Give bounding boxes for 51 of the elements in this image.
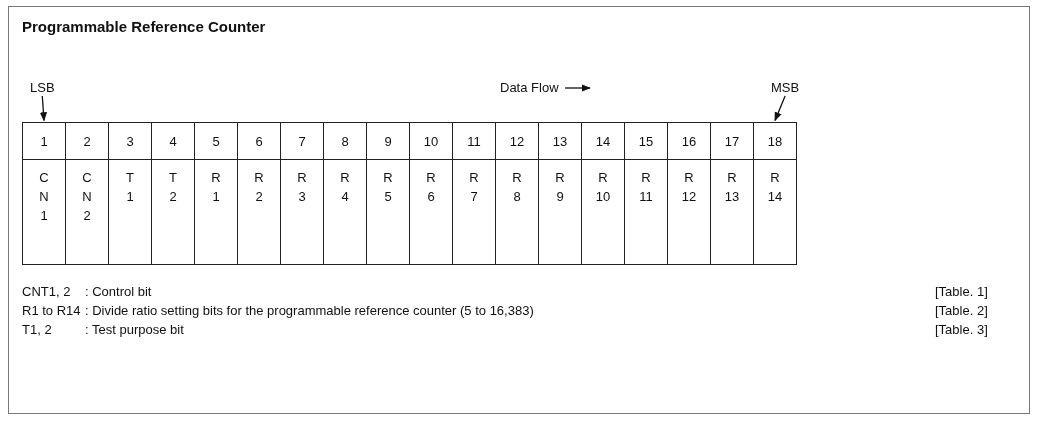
bit-number-cell: 8 [323, 122, 367, 160]
bit-number-cell: 14 [581, 122, 625, 160]
bit-name-cell: R 11 [624, 159, 668, 265]
bit-order-label: LSB [30, 80, 55, 95]
table-reference: [Table. 3] [935, 322, 988, 337]
note-term: R1 to R14 [22, 303, 81, 318]
bit-number-cell: 10 [409, 122, 453, 160]
bit-name-cell: C N 1 [22, 159, 66, 265]
data-flow-label: Data Flow [500, 80, 559, 95]
bit-number-cell: 9 [366, 122, 410, 160]
bit-number-cell: 16 [667, 122, 711, 160]
bit-name-cell: R 5 [366, 159, 410, 265]
bit-number-cell: 18 [753, 122, 797, 160]
bit-name-cell: T 2 [151, 159, 195, 265]
bit-number-cell: 11 [452, 122, 496, 160]
bit-name-cell: T 1 [108, 159, 152, 265]
bit-number-cell: 1 [22, 122, 66, 160]
bit-name-cell: R 1 [194, 159, 238, 265]
bit-number-cell: 2 [65, 122, 109, 160]
bit-number-cell: 3 [108, 122, 152, 160]
bit-number-cell: 17 [710, 122, 754, 160]
diagram-title: Programmable Reference Counter [22, 18, 266, 35]
bit-name-cell: R 6 [409, 159, 453, 265]
table-reference: [Table. 2] [935, 303, 988, 318]
bit-name-cell: R 3 [280, 159, 324, 265]
note-term: CNT1, 2 [22, 284, 71, 299]
bit-number-cell: 6 [237, 122, 281, 160]
bit-number-cell: 4 [151, 122, 195, 160]
bit-name-cell: R 14 [753, 159, 797, 265]
bit-name-cell: R 8 [495, 159, 539, 265]
note-text: : Test purpose bit [85, 322, 184, 337]
bit-name-cell: R 7 [452, 159, 496, 265]
note-text: : Control bit [85, 284, 152, 299]
table-reference: [Table. 1] [935, 284, 988, 299]
bit-order-label: MSB [771, 80, 800, 95]
bit-name-cell: R 9 [538, 159, 582, 265]
bit-number-cell: 12 [495, 122, 539, 160]
bit-number-cell: 7 [280, 122, 324, 160]
bit-name-cell: R 10 [581, 159, 625, 265]
bit-name-cell: R 2 [237, 159, 281, 265]
bit-name-cell: R 12 [667, 159, 711, 265]
note-term: T1, 2 [22, 322, 52, 337]
bit-name-cell: R 4 [323, 159, 367, 265]
leader-arrow [774, 95, 786, 122]
note-text: : Divide ratio setting bits for the programmable reference counter (5 to 16,383) [85, 303, 534, 318]
leader-arrow [39, 95, 48, 122]
bit-name-cell: R 13 [710, 159, 754, 265]
bit-number-cell: 13 [538, 122, 582, 160]
bit-name-cell: C N 2 [65, 159, 109, 265]
bit-number-cell: 5 [194, 122, 238, 160]
bit-number-cell: 15 [624, 122, 668, 160]
